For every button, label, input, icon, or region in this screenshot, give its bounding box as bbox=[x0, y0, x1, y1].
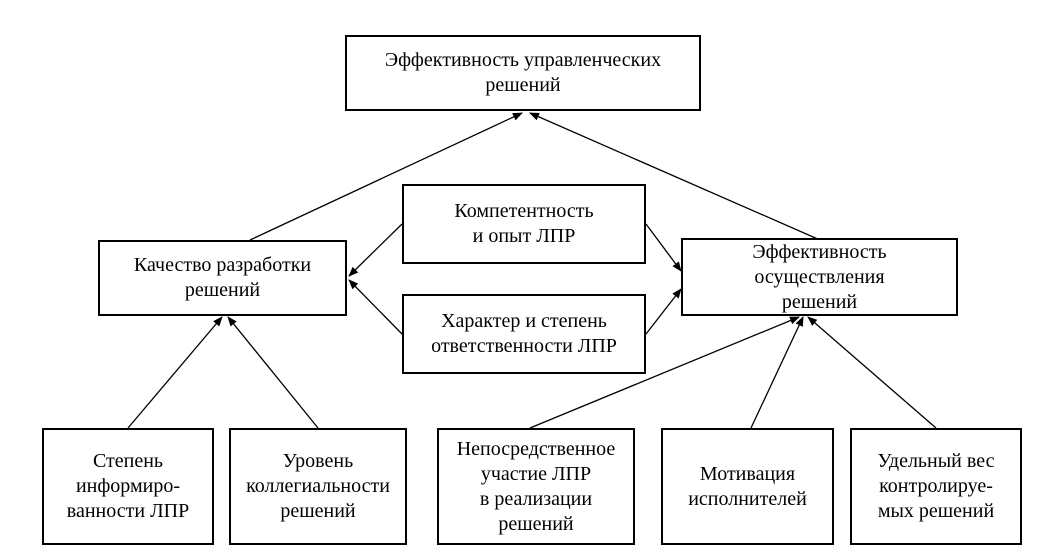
box-line: исполнителей bbox=[688, 487, 807, 510]
box-line: ванности ЛПР bbox=[66, 500, 190, 522]
box-line: Мотивация bbox=[699, 462, 796, 485]
box-line: осуществления bbox=[754, 265, 885, 288]
box-line: Характер и степень bbox=[441, 310, 607, 332]
arrow-competence-to-quality bbox=[348, 223, 403, 277]
box-line: ответственности ЛПР bbox=[431, 335, 617, 357]
box-line: Уровень bbox=[282, 450, 354, 472]
box-line: Степень bbox=[92, 450, 164, 472]
arrow-informed-to-quality bbox=[127, 316, 223, 429]
arrow-participation-to-implementation bbox=[529, 316, 800, 429]
box-line: участие ЛПР bbox=[480, 462, 592, 485]
arrow-motivation-to-implementation bbox=[750, 316, 804, 429]
box-motivation: Мотивация исполнителей bbox=[661, 428, 834, 545]
box-line: решений bbox=[184, 279, 261, 301]
arrow-competence-to-implementation bbox=[645, 223, 682, 272]
box-line: Эффективность управленческих bbox=[384, 49, 662, 71]
box-line: контролируе- bbox=[879, 475, 993, 497]
box-line: Качество разработки bbox=[133, 254, 312, 276]
box-line: мых решений bbox=[877, 500, 995, 522]
arrow-collegiality-to-quality bbox=[227, 316, 319, 429]
arrow-responsibility-to-implementation bbox=[645, 288, 682, 335]
box-line: решений bbox=[781, 290, 858, 313]
box-line: Удельный вес bbox=[877, 450, 995, 472]
arrow-responsibility-to-quality bbox=[348, 279, 403, 335]
box-responsibility: Характер и степень ответственности ЛПР bbox=[402, 294, 646, 374]
box-implementation-efficiency: Эффективность осуществления решений bbox=[681, 238, 958, 316]
box-management-decision-efficiency: Эффективность управленческих решений bbox=[345, 35, 701, 111]
box-line: коллегиальности bbox=[246, 475, 390, 497]
box-line: информиро- bbox=[75, 475, 181, 497]
box-collegiality-level: Уровень коллегиальности решений bbox=[229, 428, 407, 545]
arrow-implementation-to-top bbox=[529, 112, 821, 241]
box-decision-quality: Качество разработки решений bbox=[98, 240, 347, 316]
box-direct-participation: Непосредственное участие ЛПР в реализаци… bbox=[437, 428, 635, 545]
box-controlled-decisions-weight: Удельный вес контролируе- мых решений bbox=[850, 428, 1022, 545]
box-line: решений bbox=[280, 500, 356, 522]
box-line: решений bbox=[498, 512, 574, 535]
box-line: решений bbox=[485, 74, 561, 96]
arrow-weight-to-implementation bbox=[807, 316, 937, 429]
box-line: Эффективность bbox=[752, 240, 887, 263]
box-line: Непосредственное bbox=[456, 437, 616, 460]
box-competence-experience: Компетентность и опыт ЛПР bbox=[402, 184, 646, 264]
arrow-quality-to-top bbox=[249, 112, 523, 241]
box-line: в реализации bbox=[479, 487, 593, 510]
box-line: Компетентность bbox=[454, 200, 594, 222]
box-informed-level: Степень информиро- ванности ЛПР bbox=[42, 428, 214, 545]
box-line: и опыт ЛПР bbox=[472, 225, 576, 247]
